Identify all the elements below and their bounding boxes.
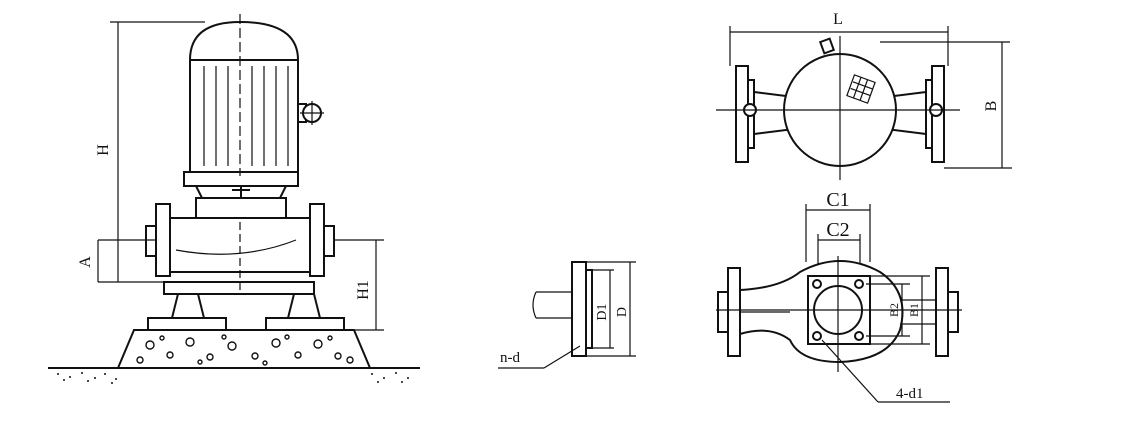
dim-label-b: B: [983, 101, 1000, 112]
plan-view: L B: [716, 11, 1012, 180]
dim-label-b1: B1: [907, 303, 921, 317]
dim-label-c2: C2: [826, 219, 849, 241]
dim-label-d: D: [615, 307, 630, 317]
ground-hatch: [57, 372, 409, 384]
flange-detail-view: D1 D n-d: [498, 261, 636, 369]
label-n-d: n-d: [500, 350, 520, 366]
dim-label-h1: H1: [355, 280, 372, 300]
dim-label-c1: C1: [826, 189, 849, 211]
nameplate-grid: [846, 74, 876, 104]
dim-label-l: L: [833, 11, 843, 28]
dim-label-d1: D1: [595, 303, 610, 320]
dim-label-b2: B2: [887, 303, 901, 317]
dim-label-a: A: [77, 256, 94, 268]
bottom-view: C1 C2 B1 B2 4-d1: [716, 189, 962, 403]
side-elevation-view: H A H1: [48, 14, 420, 384]
dim-label-h: H: [95, 144, 112, 156]
label-4-d1: 4-d1: [896, 386, 924, 402]
motor-fins: [203, 66, 289, 166]
concrete-aggregate: [136, 334, 354, 366]
